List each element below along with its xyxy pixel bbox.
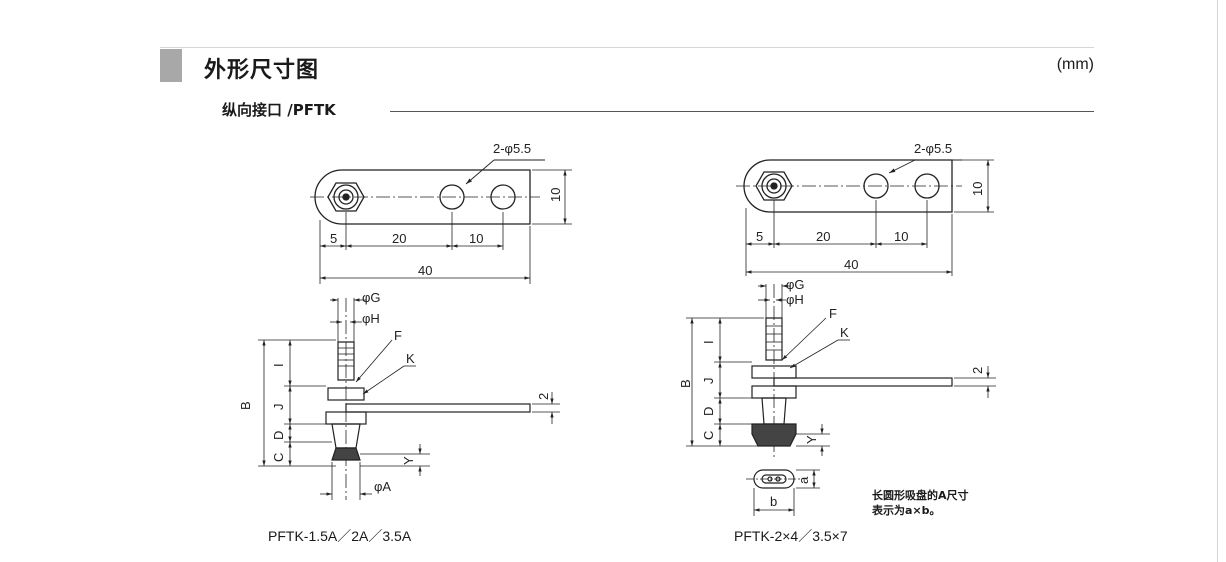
left-hole-1	[439, 184, 465, 210]
left-side-view	[258, 298, 560, 500]
left-nut-ring	[333, 184, 359, 210]
left-label-C: C	[271, 453, 286, 462]
section-subtitle: 纵向接口 /PFTK	[222, 101, 336, 119]
left-hex-nut	[327, 182, 365, 212]
left-top-dims-text: 2-φ5.5 5 20 10 40 10	[330, 141, 563, 278]
right-label-B: B	[678, 379, 693, 388]
left-label-B: B	[238, 401, 253, 410]
left-label-G: φG	[362, 290, 381, 305]
left-label-thickness: 2	[536, 393, 551, 400]
left-side-plate	[345, 403, 531, 413]
left-label-H: φH	[362, 311, 380, 326]
left-caption: PFTK-1.5A／2A／3.5A	[268, 528, 412, 544]
page-edge-rule	[1217, 0, 1218, 562]
left-label-Y: Y	[401, 456, 416, 465]
right-dim-10: 10	[894, 229, 908, 244]
right-label-Y: Y	[804, 435, 819, 444]
right-top-dims-text: 2-φ5.5 5 20 10 40 10	[756, 141, 985, 272]
right-top-view	[736, 159, 994, 276]
left-label-I: I	[271, 363, 286, 367]
right-label-J: J	[701, 378, 716, 385]
left-nut-center	[342, 193, 350, 201]
left-top-view	[310, 159, 572, 284]
left-label-A: φA	[374, 479, 391, 494]
right-caption: PFTK-2×4／3.5×7	[734, 528, 848, 544]
right-label-a: a	[796, 476, 811, 484]
left-dim-h10: 10	[548, 188, 563, 202]
oval-note-line2: 表示为a×b。	[872, 504, 941, 517]
oval-note-line1: 长圆形吸盘的A尺寸	[872, 489, 969, 502]
right-label-I: I	[701, 340, 716, 344]
unit-label: (mm)	[1056, 56, 1094, 73]
right-side-view	[686, 284, 996, 516]
left-nut-bore	[338, 189, 354, 205]
left-dim-20: 20	[392, 231, 406, 246]
right-label-C: C	[701, 431, 716, 440]
left-label-D: D	[271, 431, 286, 440]
header-rule	[160, 47, 1094, 48]
left-dim-5: 5	[330, 231, 337, 246]
left-dim-40: 40	[418, 263, 432, 278]
left-label-J: J	[271, 404, 286, 411]
page-title: 外形尺寸图	[204, 58, 320, 83]
left-label-F: F	[394, 328, 402, 343]
left-label-K: K	[406, 351, 415, 366]
right-label-K: K	[840, 325, 849, 340]
left-dim-10: 10	[469, 231, 483, 246]
right-dim-h10: 10	[970, 182, 985, 196]
subtitle-rule	[390, 111, 1094, 112]
right-dim-20: 20	[816, 229, 830, 244]
header-marker	[160, 49, 182, 82]
left-hole-leader	[465, 159, 495, 185]
right-dim-5: 5	[756, 229, 763, 244]
right-holes-label: 2-φ5.5	[914, 141, 952, 156]
left-plate-outline	[314, 169, 531, 225]
oval-note: 长圆形吸盘的A尺寸 表示为a×b。	[872, 488, 969, 518]
right-label-G: φG	[786, 277, 805, 292]
right-label-thickness: 2	[970, 367, 985, 374]
left-holes-label: 2-φ5.5	[493, 141, 531, 156]
right-label-F: F	[829, 306, 837, 321]
right-label-D: D	[701, 407, 716, 416]
left-side-labels: φG φH F K B I J D C Y 2 φA	[238, 290, 551, 494]
left-side-nut-upper	[327, 387, 365, 401]
right-label-H: φH	[786, 292, 804, 307]
left-hole-2	[490, 184, 516, 210]
right-dim-40: 40	[844, 257, 858, 272]
right-side-labels: φG φH F K B I J D C Y 2 a b	[678, 277, 985, 509]
right-label-b: b	[770, 494, 777, 509]
